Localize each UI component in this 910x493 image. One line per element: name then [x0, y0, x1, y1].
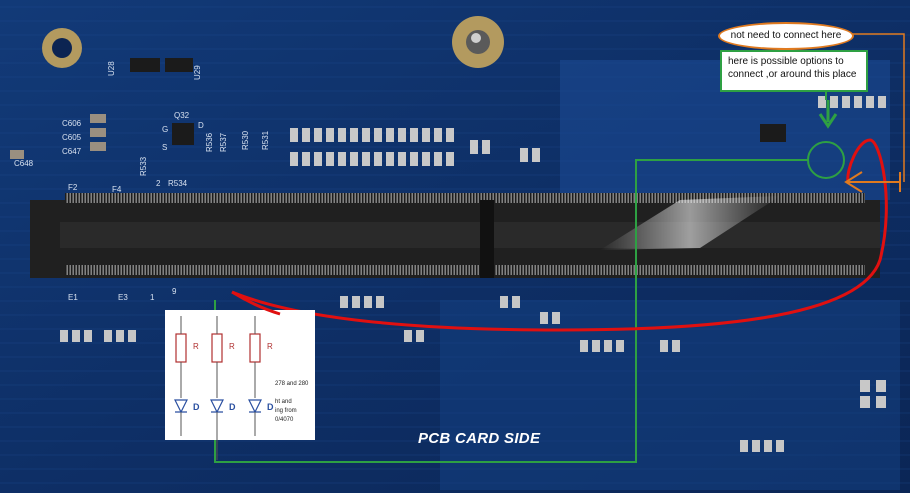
label-u29: U29 — [193, 65, 202, 80]
mounting-hole-core — [52, 38, 72, 58]
note-line: 278 and 280 — [275, 381, 309, 387]
orange-arrow — [844, 171, 901, 193]
light-glare — [600, 196, 780, 250]
resistor-array — [290, 128, 540, 166]
capacitor-c605 — [90, 128, 106, 137]
label-e3: E3 — [118, 293, 128, 302]
label-q32: Q32 — [174, 111, 190, 120]
dimm-key — [480, 200, 494, 278]
label-c647: C647 — [62, 147, 82, 156]
ground-plane-lower — [440, 300, 900, 490]
note-line: 0/4070 — [275, 417, 294, 423]
label-c606: C606 — [62, 119, 82, 128]
resistor-label: R — [193, 342, 199, 351]
ic-u28 — [130, 58, 160, 72]
capacitor-field — [60, 296, 784, 452]
ic-u29 — [165, 58, 193, 72]
resistor-label: R — [229, 342, 235, 351]
green-target-circle — [807, 141, 845, 179]
callout-options-line: here is possible options to — [728, 56, 844, 67]
diode-label: D — [267, 402, 274, 412]
label-r537: R537 — [219, 132, 228, 152]
label-nine: 9 — [172, 287, 177, 296]
capacitor-c648 — [10, 150, 24, 159]
caption-pcb-card-side: PCB CARD SIDE — [418, 430, 541, 447]
label-g: G — [162, 125, 168, 134]
transistor-q32 — [172, 123, 194, 145]
callout-options-line: connect ,or around this place — [728, 69, 857, 80]
label-s: S — [162, 143, 167, 152]
diode-label: D — [229, 402, 236, 412]
label-r533: R533 — [139, 156, 148, 176]
resistor-label: R — [267, 342, 273, 351]
label-f4: F4 — [112, 185, 122, 194]
label-c648: C648 — [14, 159, 34, 168]
label-c605: C605 — [62, 133, 82, 142]
label-e1: E1 — [68, 293, 78, 302]
label-two: 2 — [156, 179, 161, 188]
label-r531: R531 — [261, 130, 270, 150]
diode-label: D — [193, 402, 200, 412]
orange-connector — [852, 33, 905, 182]
note-line: ht and — [275, 399, 292, 405]
callout-options: here is possible options to connect ,or … — [720, 50, 868, 92]
dimm-slot-groove — [60, 222, 880, 248]
label-f2: F2 — [68, 183, 78, 192]
label-u28: U28 — [107, 61, 116, 76]
note-line: ing from — [275, 408, 297, 414]
dimm-pins-top — [65, 193, 865, 203]
capacitor-c606 — [90, 114, 106, 123]
label-r536: R536 — [205, 132, 214, 152]
dimm-pins-bottom — [65, 265, 865, 275]
schematic-card: R R R D D D 278 and 280 ht and ing from … — [165, 310, 315, 440]
label-one: 1 — [150, 293, 155, 302]
resistor-column-right — [818, 96, 886, 408]
ic-right — [760, 124, 786, 142]
callout-not-connect: not need to connect here — [718, 22, 854, 50]
label-d: D — [198, 121, 204, 130]
label-r530: R530 — [241, 130, 250, 150]
label-r534: R534 — [168, 179, 188, 188]
green-down-arrow — [818, 100, 838, 129]
mounting-standoff-shine — [471, 33, 481, 43]
capacitor-c647 — [90, 142, 106, 151]
red-wire-path — [231, 138, 888, 332]
